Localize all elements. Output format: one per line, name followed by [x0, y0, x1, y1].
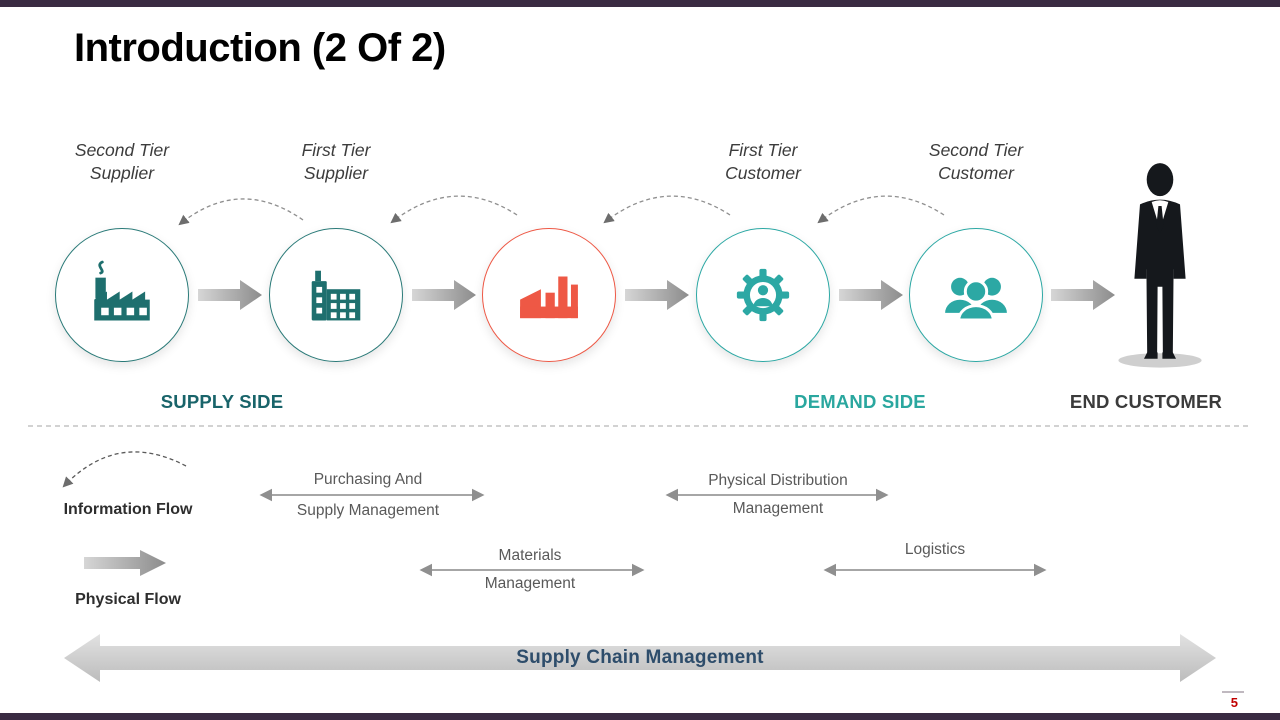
physical-flow-label: Physical Flow: [75, 591, 181, 608]
node-first-tier-customer: [696, 228, 830, 362]
supply-chain-banner-label: Supply Chain Management: [516, 647, 764, 668]
end-customer-figure: [1112, 162, 1208, 375]
demand-side-label: DEMAND SIDE: [794, 391, 926, 412]
span-purchasing-line2: Supply Management: [296, 502, 440, 519]
node-second-tier-supplier: [55, 228, 189, 362]
supply-side-label: SUPPLY SIDE: [160, 391, 284, 412]
gear-person-icon: [736, 268, 790, 322]
information-flow-arcs: [178, 195, 945, 226]
span-purchasing-line1: Purchasing And: [313, 471, 423, 488]
node-first-tier-supplier: [269, 228, 403, 362]
people-group-icon: [945, 277, 1007, 322]
node-label-first-tier-supplier: First Tier Supplier: [301, 140, 371, 183]
plant-building-icon: [311, 270, 361, 321]
bottom-border-bar: [0, 713, 1280, 720]
end-customer-label: END CUSTOMER: [1069, 391, 1223, 412]
span-materials-line1: Materials: [498, 547, 562, 564]
span-logistics-label: Logistics: [904, 541, 966, 558]
node-label-second-tier-customer: Second Tier Customer: [928, 140, 1024, 183]
span-distribution-line1: Physical Distribution: [708, 472, 848, 489]
node-label-first-tier-customer: First Tier Customer: [725, 140, 801, 183]
span-materials-line2: Management: [484, 575, 576, 592]
node-second-tier-customer: [909, 228, 1043, 362]
top-border-bar: [0, 0, 1280, 7]
information-flow-label: Information Flow: [63, 501, 193, 518]
page-title: Introduction (2 Of 2): [74, 26, 446, 70]
businessman-silhouette-icon: [1118, 163, 1202, 368]
node-label-second-tier-supplier: Second Tier Supplier: [74, 140, 170, 183]
page-number: 5: [1230, 695, 1238, 710]
information-flow-sample-arc: [62, 451, 187, 488]
factory-icon: [94, 260, 150, 321]
factory-chart-icon: [520, 276, 578, 319]
node-focal-company: [482, 228, 616, 362]
physical-flow-sample-arrow: [84, 550, 166, 576]
span-distribution-line2: Management: [732, 500, 824, 517]
